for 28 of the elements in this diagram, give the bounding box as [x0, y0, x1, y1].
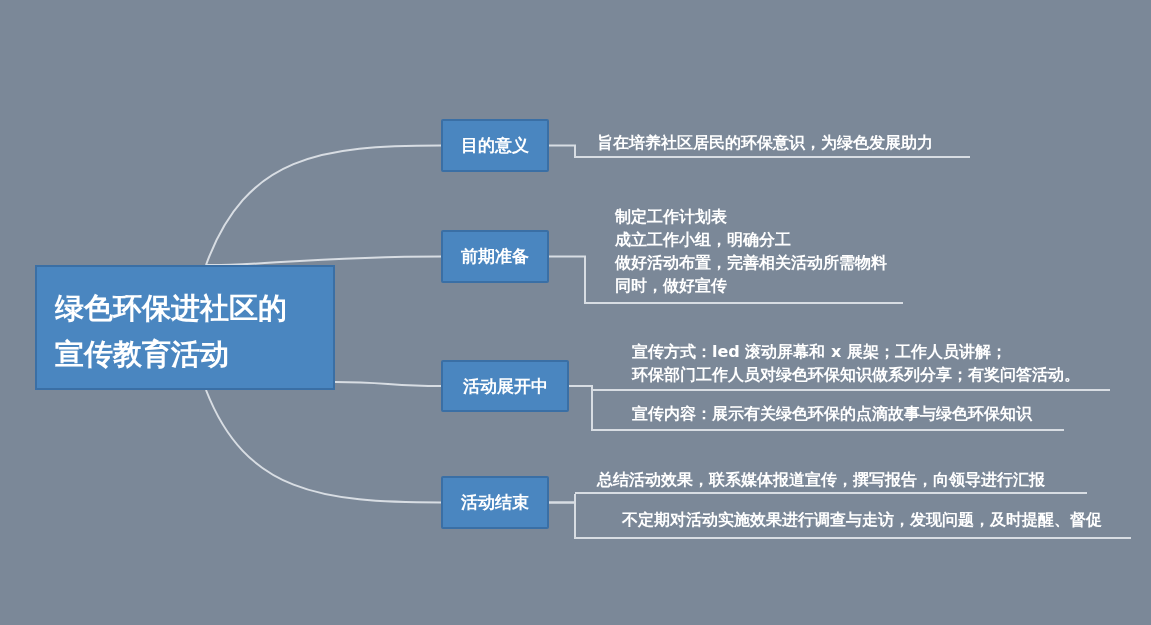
underlined-topic — [575, 131, 970, 158]
connector-line — [548, 255, 586, 305]
connector-line — [548, 501, 576, 540]
connector-line — [334, 381, 442, 387]
topic-text: 环保部门工作人员对绿色环保知识做系列分享；有奖问答活动。 — [632, 364, 1081, 386]
connector-line — [205, 255, 442, 267]
underlined-topic — [592, 402, 1064, 431]
topic-text: 成立工作小组，明确分工 — [615, 229, 792, 251]
underlined-topic — [575, 468, 1087, 494]
topic-text: 总结活动效果，联系媒体报道宣传，撰写报告，向领导进行汇报 — [597, 469, 1046, 491]
topic-text: 宣传内容：展示有关绿色环保的点滴故事与绿色环保知识 — [632, 403, 1033, 425]
topic-text: 宣传方式：led 滚动屏幕和 x 展架；工作人员讲解； — [632, 341, 1008, 363]
topic-box: 绿色环保进社区的宣传教育活动 — [35, 265, 335, 390]
connector-line — [205, 144, 442, 266]
connector-line — [205, 389, 442, 504]
branch-box: 活动结束 — [441, 476, 549, 529]
branch-box: 前期准备 — [441, 230, 549, 283]
topic-text: 不定期对活动实施效果进行调查与走访，发现问题，及时提醒、督促 — [622, 509, 1103, 531]
underlined-topic — [585, 205, 903, 304]
topic-text: 旨在培养社区居民的环保意识，为绿色发展助力 — [597, 132, 934, 154]
topic-text: 制定工作计划表 — [615, 206, 728, 228]
branch-box: 目的意义 — [441, 119, 549, 172]
connector-line — [548, 144, 576, 159]
topic-text: 同时，做好宣传 — [615, 275, 728, 297]
underlined-topic — [592, 340, 1110, 391]
underlined-topic — [575, 508, 1131, 539]
topic-text: 做好活动布置，完善相关活动所需物料 — [615, 252, 888, 274]
branch-box: 活动展开中 — [441, 360, 569, 412]
